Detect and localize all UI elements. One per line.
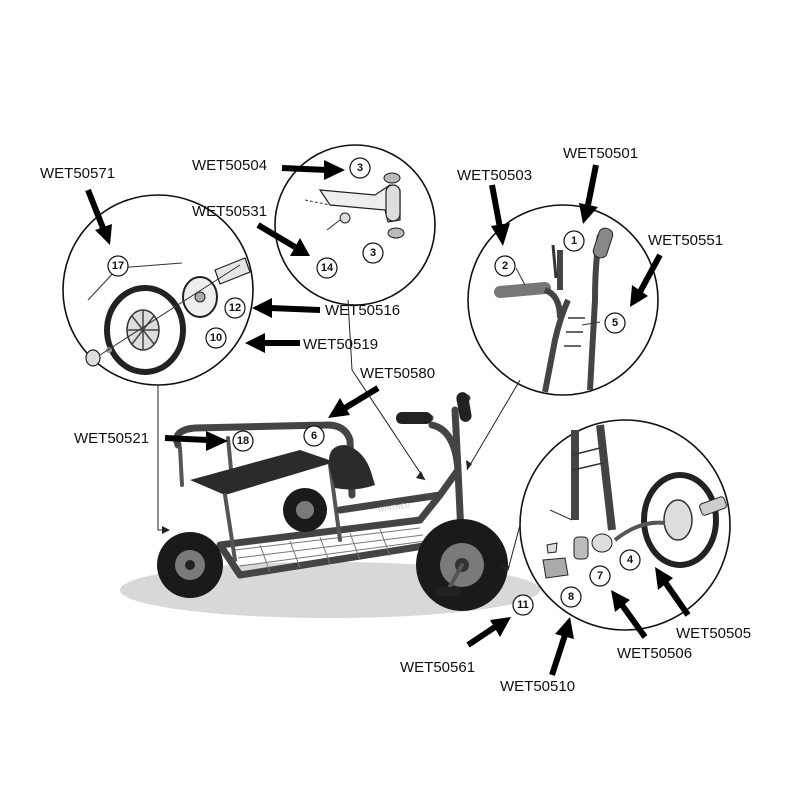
callout-badges: 17 12 10 3 14 3 1 2 5 6 18 4 7 8 11 [107, 157, 641, 616]
svg-text:8: 8 [568, 591, 574, 603]
handlebar-grip-right [456, 392, 472, 422]
nut-bottom [387, 227, 405, 239]
detail-handlebar [467, 204, 659, 396]
svg-text:3: 3 [357, 162, 363, 174]
callout-17: 17 [107, 255, 129, 277]
seat-bracket-tube [318, 184, 401, 223]
arrow-50571 [85, 188, 106, 230]
brand-mark: WINTHER [377, 503, 410, 514]
label-wet50580: WET50580 [360, 365, 435, 382]
part-code-labels: WET50571 WET50504 WET50531 WET50516 WET5… [40, 145, 751, 695]
rear-basket-mesh [234, 527, 427, 573]
handlebar-stem [428, 421, 462, 474]
svg-text:17: 17 [112, 260, 124, 272]
callout-3-bottom: 3 [362, 242, 384, 264]
cap-small [546, 542, 558, 554]
arrow-50580 [343, 385, 380, 411]
callout-11: 11 [512, 594, 534, 616]
handlebar-curve-detail [543, 287, 563, 319]
arrow-50531 [256, 222, 297, 250]
svg-text:18: 18 [237, 435, 249, 447]
spacer [339, 212, 351, 224]
arrow-50501 [585, 164, 599, 206]
svg-text:6: 6 [311, 430, 317, 442]
callout-12: 12 [224, 297, 246, 319]
arrow-50561 [466, 624, 497, 648]
label-wet50510: WET50510 [500, 678, 575, 695]
svg-text:11: 11 [517, 599, 529, 611]
bench-board [190, 450, 335, 495]
callout-5: 5 [604, 312, 626, 334]
label-wet50505: WET50505 [676, 625, 751, 642]
label-wet50531: WET50531 [192, 203, 267, 220]
axle-tube [214, 257, 251, 285]
crank-detail [613, 520, 666, 542]
label-wet50506: WET50506 [617, 645, 692, 662]
callout-8: 8 [560, 586, 582, 608]
svg-text:12: 12 [229, 302, 241, 314]
label-wet50519: WET50519 [303, 336, 378, 353]
callout-14: 14 [316, 257, 338, 279]
nut-top [383, 172, 401, 184]
coupler-detail [573, 536, 589, 560]
callout-1: 1 [563, 230, 585, 252]
rear-basket-frame [216, 516, 434, 579]
rear-wheel-right [283, 488, 327, 532]
callout-18: 18 [232, 430, 254, 452]
label-wet50561: WET50561 [400, 659, 475, 676]
label-wet50516: WET50516 [325, 302, 400, 319]
tricycle: WINTHER [157, 392, 508, 611]
fork-detail [571, 424, 616, 531]
arrow-50521 [164, 435, 209, 443]
svg-text:1: 1 [571, 235, 577, 247]
detail-seat-brackets [274, 144, 436, 306]
svg-text:7: 7 [597, 570, 603, 582]
wheel-cap [85, 349, 101, 367]
handlebar-grip-detail [494, 282, 551, 298]
arrow-50510 [549, 634, 568, 676]
label-wet50503: WET50503 [457, 167, 532, 184]
callout-4: 4 [619, 549, 641, 571]
pedal [436, 587, 460, 596]
hub-cap-detail [591, 533, 613, 553]
label-wet50571: WET50571 [40, 165, 115, 182]
arrow-50506 [619, 603, 648, 639]
connector-arrowheads [162, 460, 510, 572]
callout-10: 10 [205, 327, 227, 349]
callout-7: 7 [589, 565, 611, 587]
svg-text:2: 2 [502, 260, 508, 272]
svg-text:14: 14 [321, 262, 334, 274]
arrow-50551 [637, 253, 663, 294]
label-wet50521: WET50521 [74, 430, 149, 447]
pointer-arrows [85, 160, 691, 676]
label-wet50501: WET50501 [563, 145, 638, 162]
handlebar-grip-upper [592, 227, 614, 259]
bolt [551, 244, 558, 279]
pedal-crank [446, 563, 464, 592]
bench-support [223, 463, 342, 562]
svg-text:10: 10 [210, 332, 222, 344]
handlebar-grip-left [396, 412, 432, 424]
front-seat [329, 445, 375, 490]
arrow-50516 [269, 305, 321, 313]
pedal-block-detail [542, 557, 569, 579]
frame-down-tube [416, 491, 444, 524]
label-wet50551: WET50551 [648, 232, 723, 249]
pedal-detail [699, 496, 727, 516]
bracket-cylinder [385, 184, 401, 222]
svg-text:4: 4 [627, 554, 634, 566]
callout-2: 2 [494, 255, 516, 277]
rear-wheel-left [157, 532, 223, 598]
svg-text:3: 3 [370, 247, 376, 259]
arrow-50503 [489, 184, 503, 229]
arrow-50505 [662, 580, 691, 617]
detail-front-hub [519, 419, 731, 631]
svg-text:5: 5 [612, 317, 618, 329]
arrow-50504 [281, 165, 328, 173]
callout-6: 6 [303, 425, 325, 447]
detail-rear-wheel-assembly [62, 194, 254, 386]
label-wet50504: WET50504 [192, 157, 267, 174]
callout-3-top: 3 [349, 157, 371, 179]
